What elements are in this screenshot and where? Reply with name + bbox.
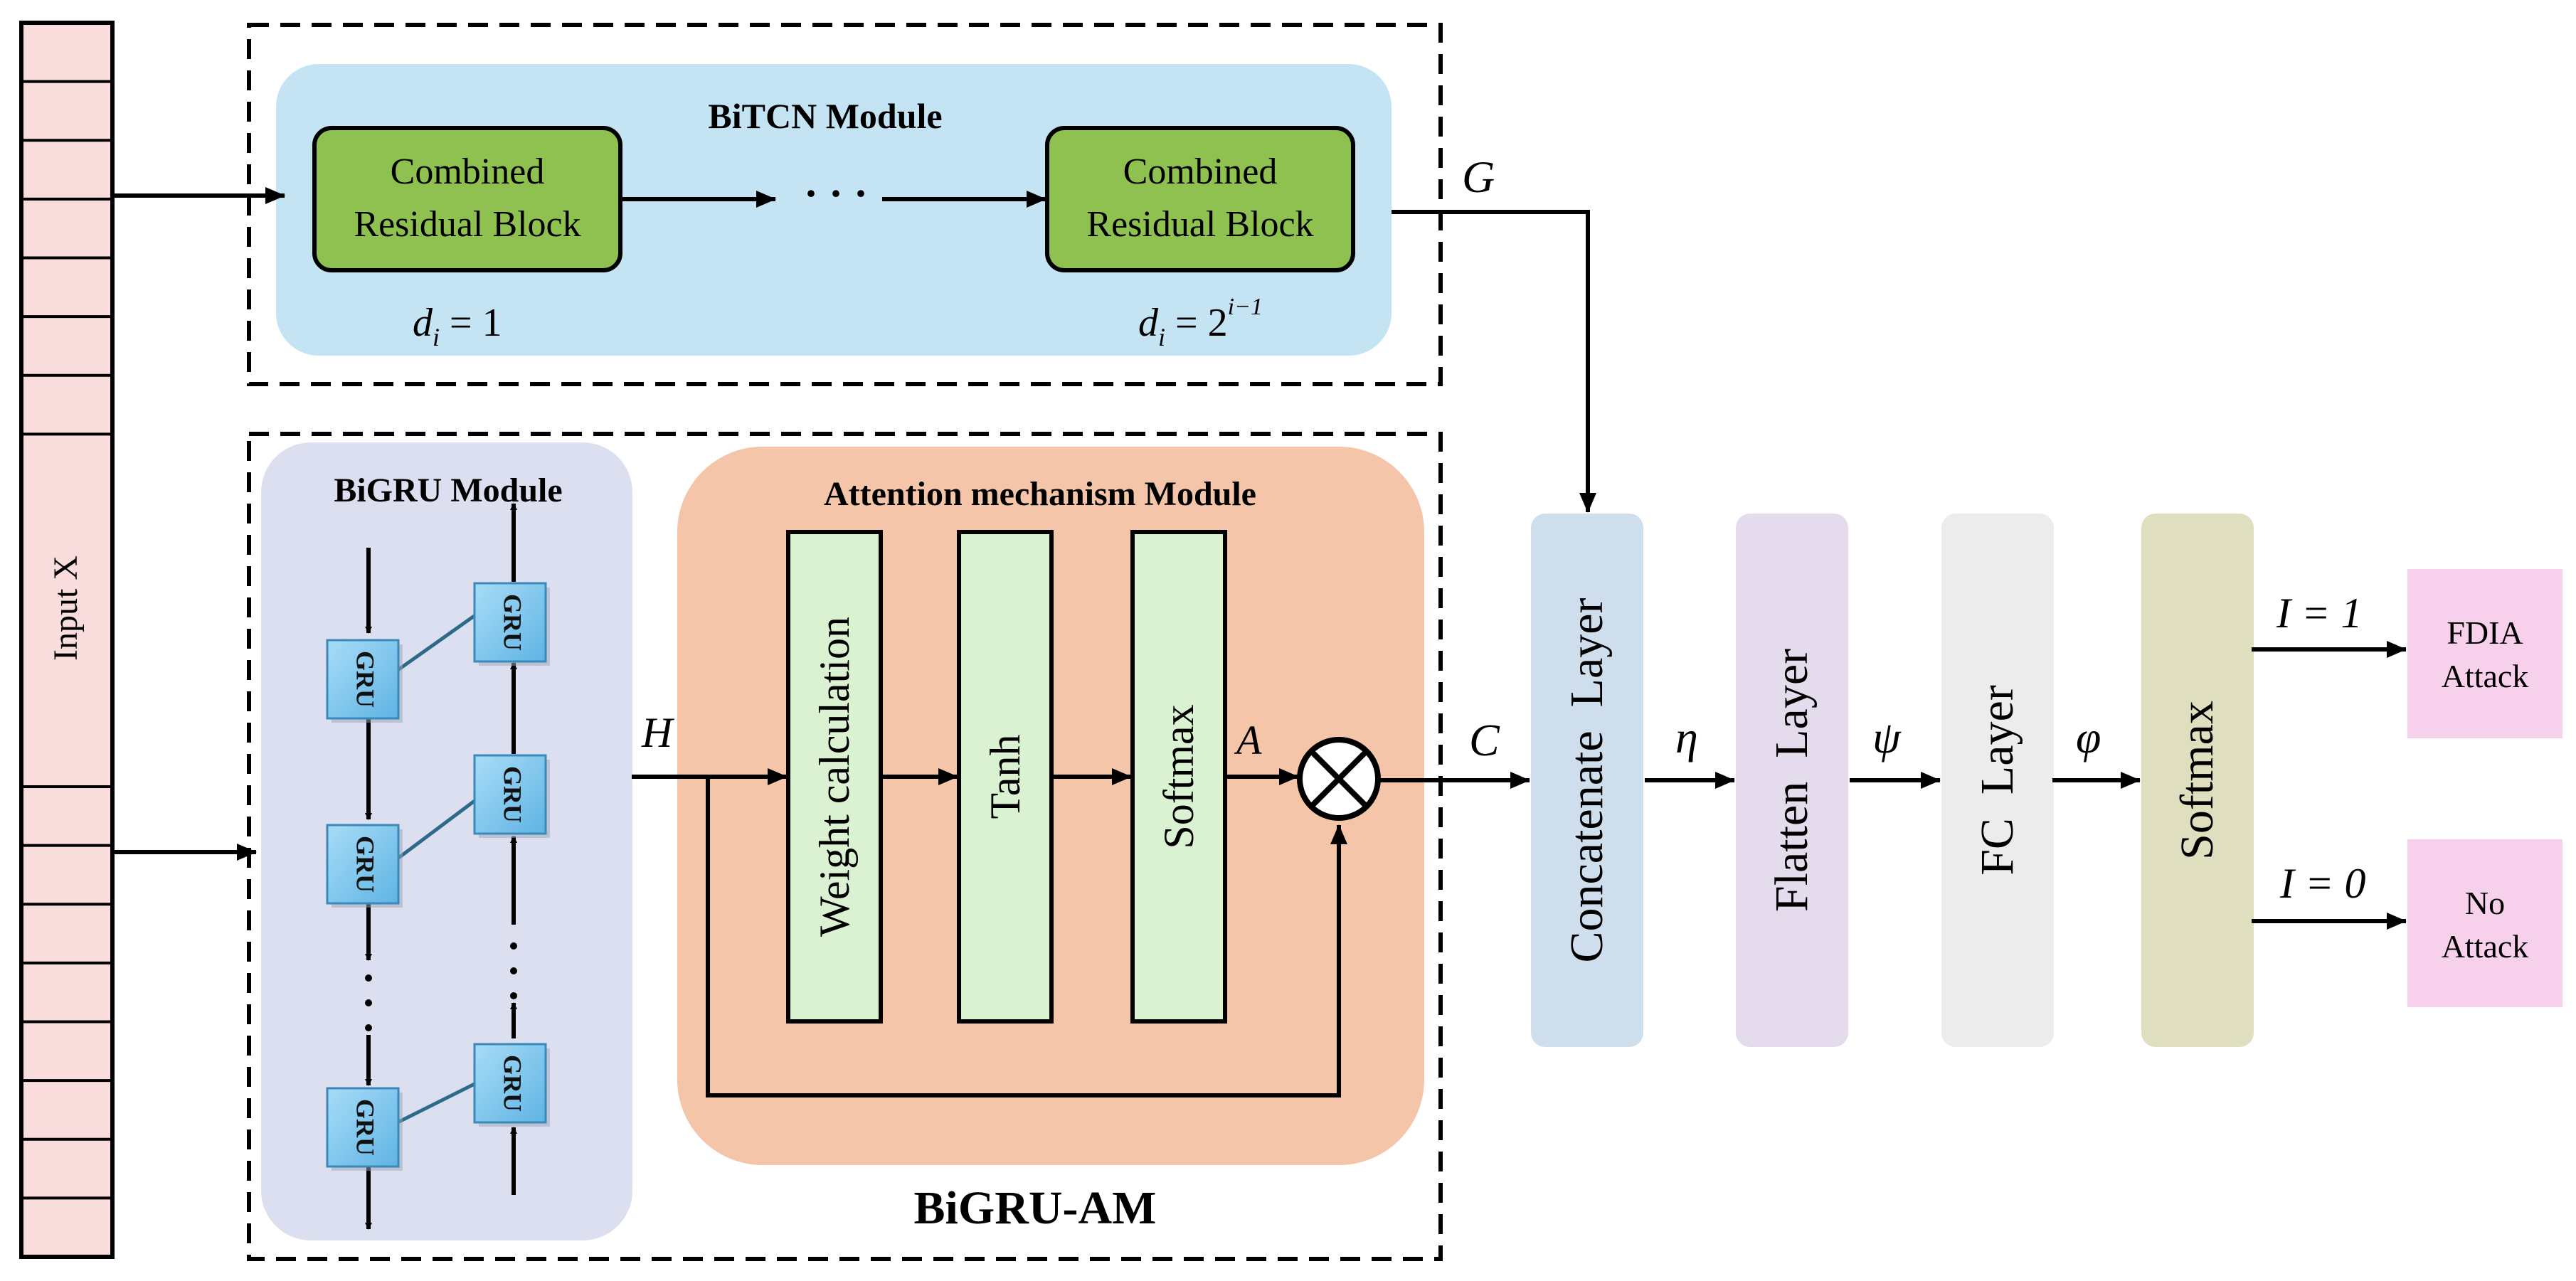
bitcn-dashed-frame	[247, 23, 1443, 386]
attention-bar-tanh-label: Tanh	[982, 734, 1029, 819]
gru-cell: GRU	[473, 754, 550, 838]
bigru-am-title: BiGRU-AM	[914, 1182, 1157, 1234]
gru-cell: GRU	[326, 639, 403, 723]
gru-cell: GRU	[326, 824, 403, 908]
residual-block-left: Combined Residual Block	[312, 126, 622, 272]
symbol-g: G	[1462, 152, 1495, 202]
gru-cells: GRU GRU GRU GRU GRU GRU	[326, 582, 550, 1171]
symbol-h: H	[641, 709, 675, 756]
output-no-attack: No Attack	[2407, 839, 2562, 1007]
symbol-a: A	[1234, 717, 1262, 763]
output-fdia-attack-line2: Attack	[2442, 658, 2529, 694]
output-fdia-attack: FDIA Attack	[2407, 569, 2562, 738]
attention-bar-softmax: Softmax	[1130, 530, 1227, 1024]
g-to-concatenate-arrow	[1392, 210, 1596, 513]
gru-cell-label: GRU	[499, 594, 527, 651]
concatenate-layer: Concatenate Layer	[1531, 514, 1643, 1047]
gru-cell-label: GRU	[499, 1055, 527, 1112]
symbol-eta: η	[1675, 712, 1698, 762]
softmax-layer-label: Softmax	[2171, 701, 2223, 860]
dilation-right: di = 2i−1	[1138, 294, 1263, 351]
input-label: Input X	[47, 556, 85, 661]
gru-cell-label: GRU	[499, 766, 527, 823]
output-fdia-attack-line1: FDIA	[2447, 615, 2523, 651]
output-attack-condition: I = 1	[2276, 590, 2362, 637]
layer-stack: Concatenate Layer Flatten Layer FC Layer So…	[1531, 514, 2254, 1047]
bigru-ellipsis-dots	[365, 942, 517, 1031]
output-no-attack-line1: No	[2465, 885, 2505, 921]
gru-cell-label: GRU	[351, 1099, 380, 1156]
bigru-module-background	[261, 442, 632, 1240]
attention-bar-tanh: Tanh	[957, 530, 1054, 1024]
gru-cell-label: GRU	[351, 836, 380, 893]
bigru-module-title: BiGRU Module	[334, 472, 562, 509]
attention-bar-weight: Weight calculation	[786, 530, 883, 1024]
output-no-attack-line2: Attack	[2442, 928, 2529, 964]
fc-layer-label: FC Layer	[1971, 685, 2023, 876]
residual-block-left-line1: Combined	[391, 152, 545, 192]
gru-cell: GRU	[473, 582, 550, 666]
fc-layer: FC Layer	[1941, 514, 2054, 1047]
attention-bar-weight-label: Weight calculation	[811, 617, 858, 937]
bitcn-module-title: BiTCN Module	[708, 96, 942, 136]
multiply-operator-icon	[1297, 737, 1381, 821]
attention-bar-softmax-label: Softmax	[1155, 704, 1202, 849]
attention-module-title: Attention mechanism Module	[824, 475, 1256, 513]
residual-block-right-line1: Combined	[1123, 152, 1278, 192]
gru-cell: GRU	[326, 1087, 403, 1171]
symbol-c: C	[1469, 715, 1500, 765]
residual-block-left-line2: Residual Block	[354, 204, 581, 245]
residual-block-right-line2: Residual Block	[1086, 204, 1313, 245]
h-skip-connection	[706, 777, 1347, 1097]
flatten-layer: Flatten Layer	[1736, 514, 1848, 1047]
symbol-phi: φ	[2076, 712, 2101, 762]
output-none-condition: I = 0	[2279, 860, 2365, 907]
gru-cell: GRU	[473, 1043, 550, 1127]
dilation-left: di = 1	[413, 301, 502, 351]
bigru-cross-links	[393, 610, 482, 1126]
flatten-layer-label: Flatten Layer	[1766, 649, 1818, 912]
block-chain-ellipsis: · · ·	[804, 170, 868, 217]
symbol-psi: ψ	[1872, 712, 1902, 762]
input-label-mask	[23, 455, 110, 761]
gru-cell-label: GRU	[351, 651, 380, 708]
concatenate-layer-label: Concatenate Layer	[1561, 597, 1613, 962]
input-column: Input X	[19, 21, 115, 1259]
residual-block-right: Combined Residual Block	[1045, 126, 1355, 272]
bigru-am-dashed-frame	[247, 432, 1443, 1261]
softmax-layer: Softmax	[2141, 514, 2254, 1047]
